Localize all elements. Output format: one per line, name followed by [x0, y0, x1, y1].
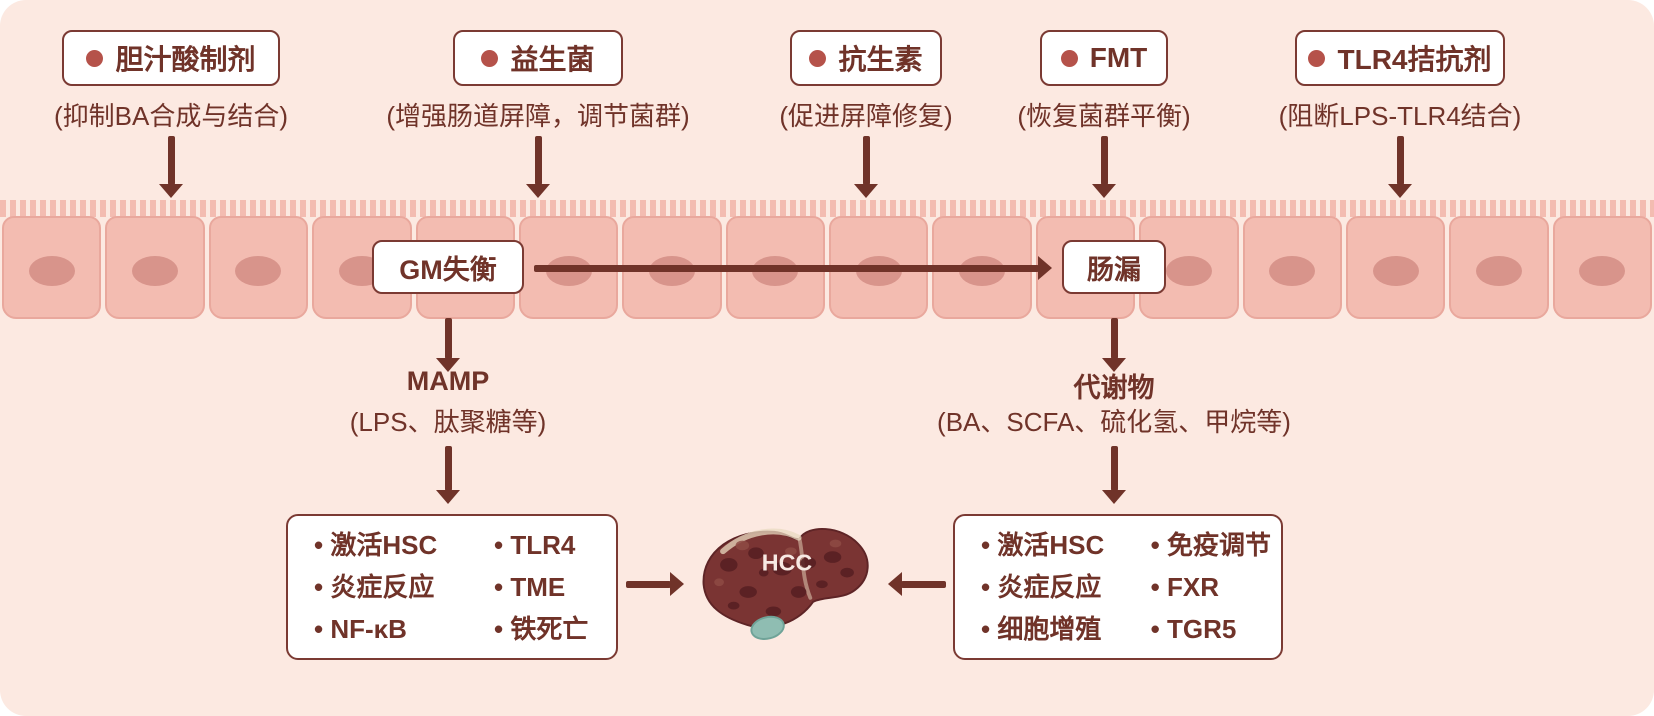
down-arrow: [526, 136, 550, 198]
left-effects-col1: 激活HSC 炎症反应 NF-κB: [314, 526, 486, 648]
gallbladder: [750, 615, 785, 640]
epithelial-cell: [1345, 216, 1446, 319]
epithelial-cell: [1552, 216, 1652, 319]
right-box-to-liver-arrow: [888, 572, 946, 596]
intervention-label: FMT: [1089, 42, 1148, 73]
intervention-label: 胆汁酸制剂: [115, 44, 256, 75]
cell-nucleus: [28, 256, 75, 286]
down-arrow: [854, 136, 878, 198]
effect-item: 细胞增殖: [981, 610, 1143, 648]
down-arrow: [1092, 136, 1116, 198]
effect-item: TLR4: [494, 526, 588, 564]
liver-spots: [720, 547, 854, 617]
cell-nucleus: [1579, 256, 1626, 286]
gm-to-leak-arrow: [534, 256, 1052, 280]
liver-ligament: [720, 528, 802, 555]
bullet-dot-icon: [1060, 49, 1078, 67]
right-mediator-note: (BA、SCFA、硫化氢、甲烷等): [937, 407, 1291, 437]
left-effects-box: 激活HSC 炎症反应 NF-κB TLR4 TME 铁死亡: [286, 514, 618, 660]
liver-illustration: HCC: [690, 510, 884, 674]
left-mediator-note: (LPS、肽聚糖等): [349, 407, 547, 437]
left-box-to-liver-arrow: [626, 572, 684, 596]
gm-imbalance-label: GM失衡: [399, 254, 497, 285]
epithelial-cell: [1242, 216, 1342, 319]
right-effects-col1: 激活HSC 炎症反应 细胞增殖: [981, 526, 1143, 648]
down-arrow: [159, 136, 183, 198]
intervention-box-antibiotics: 抗生素: [790, 30, 942, 86]
effect-item: FXR: [1151, 568, 1271, 606]
intervention-box-tlr4-antagonist: TLR4拮抗剂: [1295, 30, 1505, 86]
right-effects-box: 激活HSC 炎症反应 细胞增殖 免疫调节 FXR TGR5: [953, 514, 1283, 660]
epithelial-cell: [208, 216, 309, 319]
liver-highlights: [714, 539, 842, 587]
down-arrow: [436, 318, 460, 372]
cell-nucleus: [1269, 256, 1316, 286]
bullet-dot-icon: [1308, 49, 1326, 67]
epithelial-cell: [105, 216, 205, 319]
liver-svg: HCC: [702, 527, 869, 640]
effect-item: NF-κB: [314, 610, 486, 648]
intervention-box-probiotics: 益生菌: [453, 30, 623, 86]
intervention-note: (促进屏障修复): [779, 101, 953, 131]
brush-border-villi: [0, 200, 1654, 217]
intervention-label: 抗生素: [838, 44, 923, 75]
bullet-dot-icon: [86, 49, 104, 67]
cell-nucleus: [1475, 256, 1522, 286]
liver-hcc-label: HCC: [762, 550, 813, 576]
down-arrow: [1102, 446, 1126, 504]
down-arrow: [1388, 136, 1412, 198]
effect-item: 激活HSC: [314, 526, 486, 564]
effect-item: 炎症反应: [314, 568, 486, 606]
epithelial-cell: [1449, 216, 1549, 319]
cell-nucleus: [235, 256, 282, 286]
effect-item: 免疫调节: [1151, 526, 1271, 564]
leaky-gut-label: 肠漏: [1087, 254, 1141, 285]
epithelial-cell: [2, 216, 102, 319]
effect-item: 激活HSC: [981, 526, 1143, 564]
effect-item: 铁死亡: [494, 610, 588, 648]
intervention-box-fmt: FMT: [1040, 30, 1168, 86]
intervention-label: 益生菌: [510, 44, 595, 75]
bullet-dot-icon: [481, 49, 499, 67]
cell-nucleus: [1372, 256, 1419, 286]
intervention-note: (恢复菌群平衡): [1017, 101, 1191, 131]
effect-item: TGR5: [1151, 610, 1271, 648]
intervention-label: TLR4拮抗剂: [1337, 44, 1492, 75]
leaky-gut-box: 肠漏: [1062, 240, 1166, 294]
liver-lobe-divider: [797, 537, 813, 600]
right-mediator-label: 代谢物: [1073, 373, 1155, 403]
down-arrow: [1102, 318, 1126, 372]
intervention-note: (增强肠道屏障，调节菌群): [386, 101, 690, 131]
intervention-box-bile-acid: 胆汁酸制剂: [62, 30, 280, 86]
intervention-note: (抑制BA合成与结合): [53, 101, 288, 131]
effect-item: TME: [494, 568, 588, 606]
right-effects-col2: 免疫调节 FXR TGR5: [1151, 526, 1271, 648]
cell-nucleus: [1165, 256, 1212, 286]
intervention-note: (阻断LPS-TLR4结合): [1278, 101, 1522, 131]
effect-item: 炎症反应: [981, 568, 1143, 606]
gm-imbalance-box: GM失衡: [372, 240, 524, 294]
cell-nucleus: [132, 256, 179, 286]
left-effects-col2: TLR4 TME 铁死亡: [494, 526, 588, 648]
bullet-dot-icon: [809, 49, 827, 67]
down-arrow: [436, 446, 460, 504]
